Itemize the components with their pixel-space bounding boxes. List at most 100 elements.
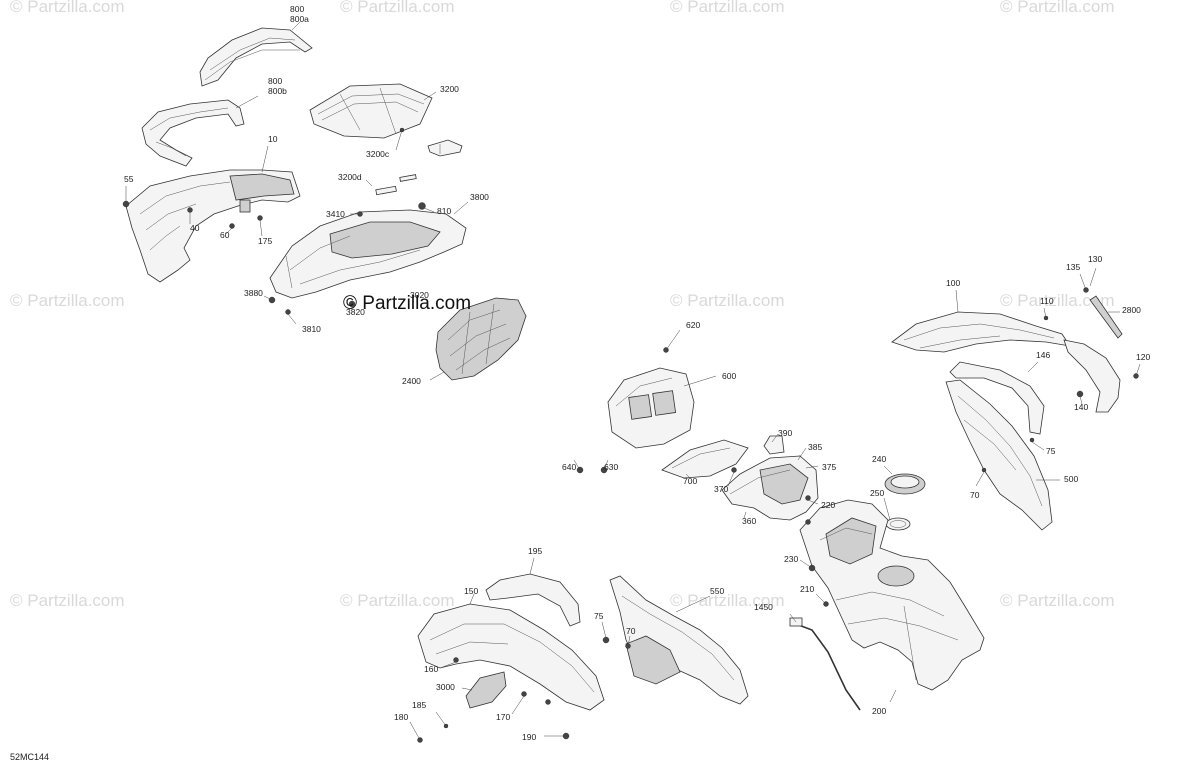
callout-110[interactable]: 110 — [1040, 296, 1054, 306]
part-146-rail[interactable] — [949, 361, 1045, 435]
callout-385[interactable]: 385 — [808, 442, 822, 452]
callout-60[interactable]: 60 — [220, 230, 230, 240]
part-195-grip-pad[interactable] — [485, 573, 581, 627]
callout-210[interactable]: 210 — [800, 584, 814, 594]
watermark-text: © Partzilla.com — [1000, 591, 1115, 610]
callout-3200d[interactable]: 3200d — [338, 172, 362, 182]
callout-620[interactable]: 620 — [686, 320, 700, 330]
callout-180[interactable]: 180 — [394, 712, 408, 722]
callout-2800[interactable]: 2800 — [1122, 305, 1141, 315]
callout-360[interactable]: 360 — [742, 516, 756, 526]
part-360-console-bridge[interactable] — [721, 455, 819, 521]
watermark-text: © Partzilla.com — [10, 291, 125, 310]
callout-3880[interactable]: 3880 — [244, 288, 263, 298]
callout-600[interactable]: 600 — [722, 371, 736, 381]
callout-70-right[interactable]: 70 — [970, 490, 980, 500]
part-240-fuel-cap[interactable] — [884, 473, 926, 495]
callout-630[interactable]: 630 — [604, 462, 618, 472]
part-600-bracket[interactable] — [607, 367, 695, 449]
part-200-console-body[interactable] — [799, 499, 985, 691]
part-3200d-pins[interactable] — [375, 174, 417, 196]
watermark-text: © Partzilla.com — [670, 0, 785, 16]
callout-3810[interactable]: 3810 — [302, 324, 321, 334]
leader-lines — [125, 21, 1141, 741]
callout-3200[interactable]: 3200 — [440, 84, 459, 94]
callout-700[interactable]: 700 — [683, 476, 697, 486]
callout-3200c[interactable]: 3200c — [366, 149, 390, 159]
callout-2400[interactable]: 2400 — [402, 376, 421, 386]
part-rear-bracket[interactable] — [1063, 339, 1121, 413]
callout-810[interactable]: 810 — [437, 206, 451, 216]
callout-40[interactable]: 40 — [190, 223, 200, 233]
watermark-text: © Partzilla.com — [10, 591, 125, 610]
callout-200[interactable]: 200 — [872, 706, 886, 716]
part-390-clip[interactable] — [763, 435, 785, 455]
callout-640[interactable]: 640 — [562, 462, 576, 472]
callout-120[interactable]: 120 — [1136, 352, 1150, 362]
callout-195[interactable]: 195 — [528, 546, 542, 556]
callout-140[interactable]: 140 — [1074, 402, 1088, 412]
part-2400-cluster-housing[interactable] — [435, 297, 527, 381]
part-250-gasket[interactable] — [885, 517, 911, 531]
callout-390[interactable]: 390 — [778, 428, 792, 438]
callout-130[interactable]: 130 — [1088, 254, 1102, 264]
watermark-text: © Partzilla.com — [340, 591, 455, 610]
callout-146[interactable]: 146 — [1036, 350, 1050, 360]
callout-3000[interactable]: 3000 — [436, 682, 455, 692]
callout-135[interactable]: 135 — [1066, 262, 1080, 272]
callout-10[interactable]: 10 — [268, 134, 278, 144]
part-500-side-panel[interactable] — [945, 379, 1053, 531]
watermark-layer: © Partzilla.com © Partzilla.com © Partzill… — [10, 0, 1115, 610]
part-3200-cover[interactable] — [309, 83, 433, 139]
part-800a-visor[interactable] — [199, 27, 313, 87]
callout-375[interactable]: 375 — [822, 462, 836, 472]
callout-230[interactable]: 230 — [784, 554, 798, 564]
callout-3820[interactable]: 3820 — [346, 307, 365, 317]
callout-150[interactable]: 150 — [464, 586, 478, 596]
callout-3020[interactable]: 3020 — [410, 290, 429, 300]
callout-175[interactable]: 175 — [258, 236, 272, 246]
part-700-panel[interactable] — [661, 439, 749, 479]
part-3000-lens[interactable] — [465, 671, 507, 709]
callout-500[interactable]: 500 — [1064, 474, 1078, 484]
part-2800-trim[interactable] — [1089, 295, 1123, 339]
watermark-text: © Partzilla.com — [1000, 0, 1115, 16]
callout-800-800a-line-0[interactable]: 800 — [290, 4, 304, 14]
callout-75-right[interactable]: 75 — [1046, 446, 1056, 456]
callout-1450[interactable]: 1450 — [754, 602, 773, 612]
callout-3800[interactable]: 3800 — [470, 192, 489, 202]
callout-800-800a-line-1[interactable]: 800a — [290, 14, 309, 24]
watermark-text: © Partzilla.com — [670, 591, 785, 610]
parts-layer — [122, 27, 1139, 743]
callout-240[interactable]: 240 — [872, 454, 886, 464]
diagram-code: 52MC144 — [10, 752, 49, 762]
callout-75-left[interactable]: 75 — [594, 611, 604, 621]
part-100-side-fairing[interactable] — [891, 311, 1071, 353]
callout-185[interactable]: 185 — [412, 700, 426, 710]
part-10-front-fascia[interactable] — [125, 169, 301, 283]
callout-370[interactable]: 370 — [714, 484, 728, 494]
watermark-text: © Partzilla.com — [10, 0, 125, 16]
callout-55[interactable]: 55 — [124, 174, 134, 184]
callout-800-800b-line-0[interactable]: 800 — [268, 76, 282, 86]
callout-190[interactable]: 190 — [522, 732, 536, 742]
callout-170[interactable]: 170 — [496, 712, 510, 722]
callout-160[interactable]: 160 — [424, 664, 438, 674]
callout-800-800b-line-1[interactable]: 800b — [268, 86, 287, 96]
part-150-lower-panel[interactable] — [417, 603, 605, 711]
callout-70-left[interactable]: 70 — [626, 626, 636, 636]
callout-250[interactable]: 250 — [870, 488, 884, 498]
watermark-text: © Partzilla.com — [1000, 291, 1115, 310]
part-3200c-latch[interactable] — [427, 139, 463, 157]
part-800b-frame[interactable] — [141, 99, 245, 167]
callout-220[interactable]: 220 — [821, 500, 835, 510]
part-3800-storage-frame[interactable] — [269, 209, 467, 299]
watermark-text: © Partzilla.com — [340, 0, 455, 16]
part-550-center-panel[interactable] — [609, 575, 749, 705]
callout-100[interactable]: 100 — [946, 278, 960, 288]
callout-550[interactable]: 550 — [710, 586, 724, 596]
watermark-text: © Partzilla.com — [670, 291, 785, 310]
callout-3410[interactable]: 3410 — [326, 209, 345, 219]
